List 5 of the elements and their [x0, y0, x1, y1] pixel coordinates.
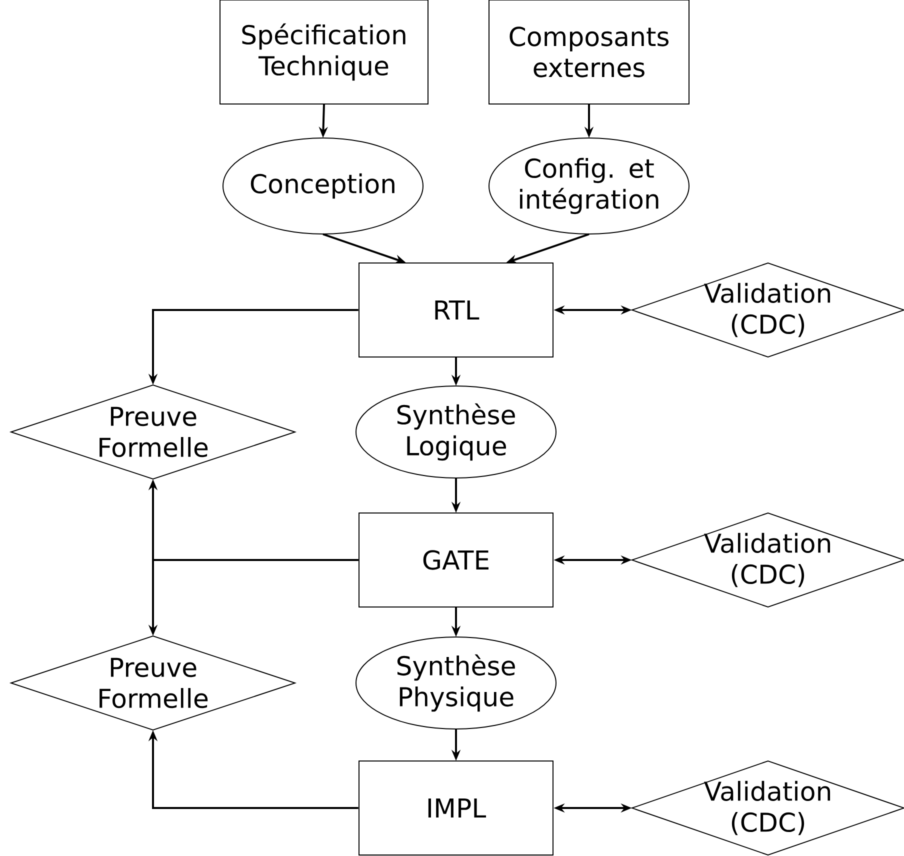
process-box: GATE: [358, 512, 554, 608]
process-box: IMPL: [358, 760, 554, 856]
process-box: Spécification Technique: [220, 0, 428, 104]
process-box: RTL: [358, 262, 554, 358]
process-box: Composants externes: [488, 0, 690, 104]
